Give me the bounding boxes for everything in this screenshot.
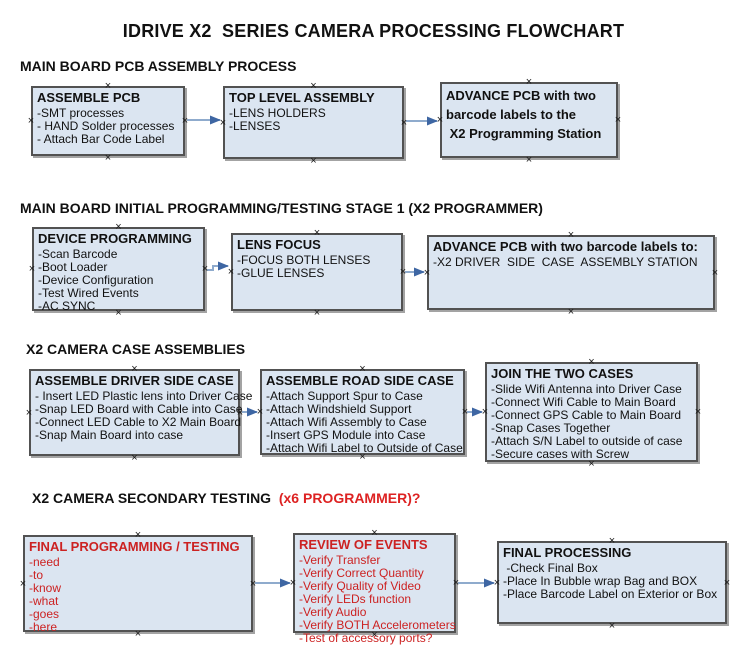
box-item: -Attach Wifi Label to Outside of Case bbox=[266, 441, 463, 455]
box-item: -Secure cases with Screw bbox=[491, 447, 630, 461]
box-item: -Scan Barcode bbox=[38, 247, 118, 261]
box-item: -to bbox=[29, 568, 44, 582]
box-item: -Boot Loader bbox=[38, 260, 108, 274]
box-item: -here bbox=[29, 620, 58, 634]
box-item: -Verify LEDs function bbox=[299, 592, 412, 606]
flow-box-lens-focus[interactable]: LENS FOCUS -FOCUS BOTH LENSES -GLUE LENS… bbox=[231, 233, 403, 311]
box-item: -AC SYNC bbox=[38, 299, 96, 313]
box-item: -Connect Wifi Cable to Main Board bbox=[491, 395, 676, 409]
section-heading-pcb-assembly: MAIN BOARD PCB ASSEMBLY PROCESS bbox=[20, 58, 297, 74]
box-item: -goes bbox=[29, 607, 60, 621]
box-item: -know bbox=[29, 581, 62, 595]
box-item: -Verify Audio bbox=[299, 605, 367, 619]
flow-box-final-programming-testing[interactable]: FINAL PROGRAMMING / TESTING -need -to -k… bbox=[23, 535, 253, 634]
flow-box-device-programming[interactable]: DEVICE PROGRAMMING -Scan Barcode -Boot L… bbox=[32, 227, 205, 313]
box-item: -FOCUS BOTH LENSES bbox=[237, 253, 371, 267]
box-item: -Check Final Box bbox=[503, 561, 598, 575]
box-item: - HAND Solder processes bbox=[37, 119, 175, 133]
box-item: -Snap Main Board into case bbox=[35, 428, 184, 442]
section-heading-secondary-testing: X2 CAMERA SECONDARY TESTING (x6 PROGRAMM… bbox=[32, 490, 420, 506]
box-title: FINAL PROCESSING bbox=[503, 545, 632, 560]
box-item: -Verify Correct Quantity bbox=[299, 566, 424, 580]
box-item: -Test Wired Events bbox=[38, 286, 139, 300]
box-title: ADVANCE PCB with two barcode labels to: bbox=[433, 239, 698, 254]
box-item: - Attach Bar Code Label bbox=[37, 132, 165, 146]
box-item: -Attach S/N Label to outside of case bbox=[491, 434, 683, 448]
section-heading-case-assemblies: X2 CAMERA CASE ASSEMBLIES bbox=[26, 341, 246, 357]
box-title: ASSEMBLE ROAD SIDE CASE bbox=[266, 373, 454, 388]
box-item: -Attach Windshield Support bbox=[266, 402, 412, 416]
box-item: -Slide Wifi Antenna into Driver Case bbox=[491, 382, 682, 396]
flow-box-assemble-road-side-case[interactable]: ASSEMBLE ROAD SIDE CASE -Attach Support … bbox=[260, 369, 465, 455]
box-title: DEVICE PROGRAMMING bbox=[38, 231, 192, 246]
box-title: LENS FOCUS bbox=[237, 237, 321, 252]
box-item: -Insert GPS Module into Case bbox=[266, 428, 426, 442]
box-item: -SMT processes bbox=[37, 106, 125, 120]
box-title: ADVANCE PCB with two barcode labels to t… bbox=[446, 88, 602, 141]
box-item: -LENS HOLDERS bbox=[229, 106, 326, 120]
flow-box-advance-pcb-driver-side-station[interactable]: ADVANCE PCB with two barcode labels to: … bbox=[427, 235, 715, 310]
box-title: FINAL PROGRAMMING / TESTING bbox=[29, 539, 240, 554]
box-item: -Verify BOTH Accelerometers bbox=[299, 618, 456, 632]
flow-box-review-of-events[interactable]: REVIEW OF EVENTS -Verify Transfer -Verif… bbox=[293, 533, 456, 645]
flow-box-assemble-pcb[interactable]: ASSEMBLE PCB -SMT processes - HAND Solde… bbox=[31, 86, 185, 156]
box-item: -Attach Support Spur to Case bbox=[266, 389, 423, 403]
box-item: -Snap Cases Together bbox=[491, 421, 611, 435]
box-item: -GLUE LENSES bbox=[237, 266, 325, 280]
box-item: -Test of accessory ports? bbox=[299, 631, 433, 645]
box-item: -Place Barcode Label on Exterior or Box bbox=[503, 587, 718, 601]
box-item: -Device Configuration bbox=[38, 273, 154, 287]
box-item: - Insert LED Plastic lens into Driver Ca… bbox=[35, 389, 253, 403]
box-title: REVIEW OF EVENTS bbox=[299, 537, 428, 552]
arrow-device-to-lensfocus bbox=[206, 261, 229, 271]
box-item: -Snap LED Board with Cable into Case bbox=[35, 402, 243, 416]
box-item: -what bbox=[29, 594, 59, 608]
box-title: ASSEMBLE PCB bbox=[37, 90, 141, 105]
box-item: -Verify Transfer bbox=[299, 553, 381, 567]
box-title: JOIN THE TWO CASES bbox=[491, 366, 634, 381]
flow-box-final-processing[interactable]: FINAL PROCESSING -Check Final Box -Place… bbox=[497, 541, 727, 624]
page-title: IDRIVE X2 SERIES CAMERA PROCESSING FLOWC… bbox=[122, 21, 625, 41]
box-item: -Place In Bubble wrap Bag and BOX bbox=[503, 574, 698, 588]
box-item: -need bbox=[29, 555, 60, 569]
box-item: -Verify Quality of Video bbox=[299, 579, 421, 593]
flow-box-advance-pcb-programming-station[interactable]: ADVANCE PCB with two barcode labels to t… bbox=[440, 82, 618, 158]
box-item: -Connect GPS Cable to Main Board bbox=[491, 408, 682, 422]
section-heading-initial-programming: MAIN BOARD INITIAL PROGRAMMING/TESTING S… bbox=[20, 200, 543, 216]
flow-box-assemble-driver-side-case[interactable]: ASSEMBLE DRIVER SIDE CASE - Insert LED P… bbox=[29, 369, 253, 456]
box-item: -X2 DRIVER SIDE CASE ASSEMBLY STATION bbox=[433, 255, 698, 269]
heading-black-part: X2 CAMERA SECONDARY TESTING bbox=[32, 490, 275, 506]
heading-red-part: (x6 PROGRAMMER)? bbox=[274, 490, 421, 506]
box-title: TOP LEVEL ASSEMBLY bbox=[229, 90, 375, 105]
box-item: -Attach Wifi Assembly to Case bbox=[266, 415, 427, 429]
box-item: -LENSES bbox=[229, 119, 281, 133]
box-item: -Connect LED Cable to X2 Main Board bbox=[35, 415, 242, 429]
flow-box-join-the-two-cases[interactable]: JOIN THE TWO CASES -Slide Wifi Antenna i… bbox=[485, 362, 698, 462]
flow-box-top-level-assembly[interactable]: TOP LEVEL ASSEMBLY -LENS HOLDERS -LENSES bbox=[223, 86, 404, 159]
box-title: ASSEMBLE DRIVER SIDE CASE bbox=[35, 373, 234, 388]
